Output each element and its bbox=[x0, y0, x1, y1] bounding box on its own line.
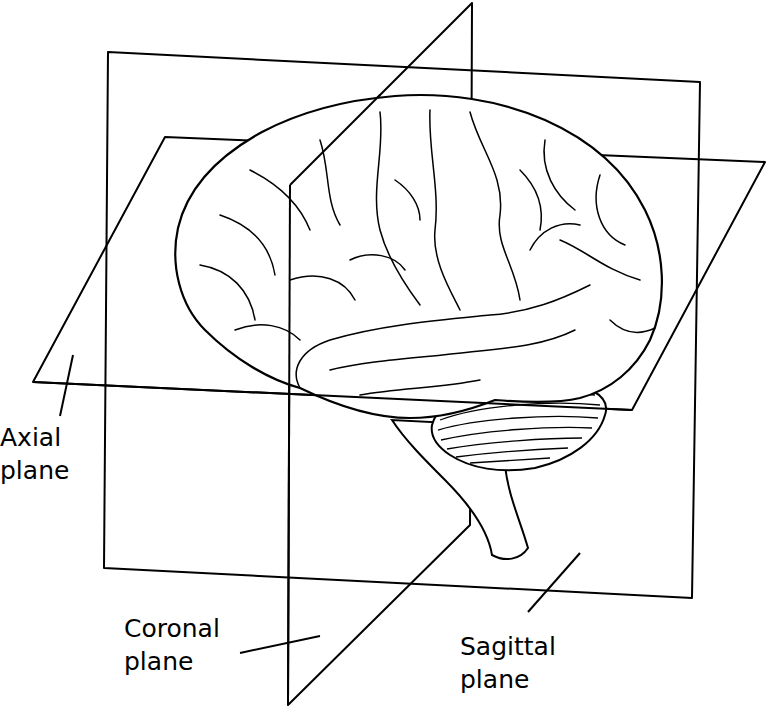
leader-line bbox=[240, 636, 320, 653]
sagittal-plane bbox=[104, 52, 700, 598]
plane-label: Sagittal plane bbox=[460, 630, 580, 696]
leader-line bbox=[528, 553, 580, 612]
plane-label: Coronal plane bbox=[124, 612, 234, 678]
plane-front-edges bbox=[33, 95, 632, 705]
leader-line bbox=[60, 355, 73, 416]
sulci bbox=[200, 110, 655, 395]
cerebrum bbox=[175, 95, 662, 418]
leader-lines bbox=[60, 355, 580, 653]
plane-label: Axial plane bbox=[0, 421, 90, 487]
